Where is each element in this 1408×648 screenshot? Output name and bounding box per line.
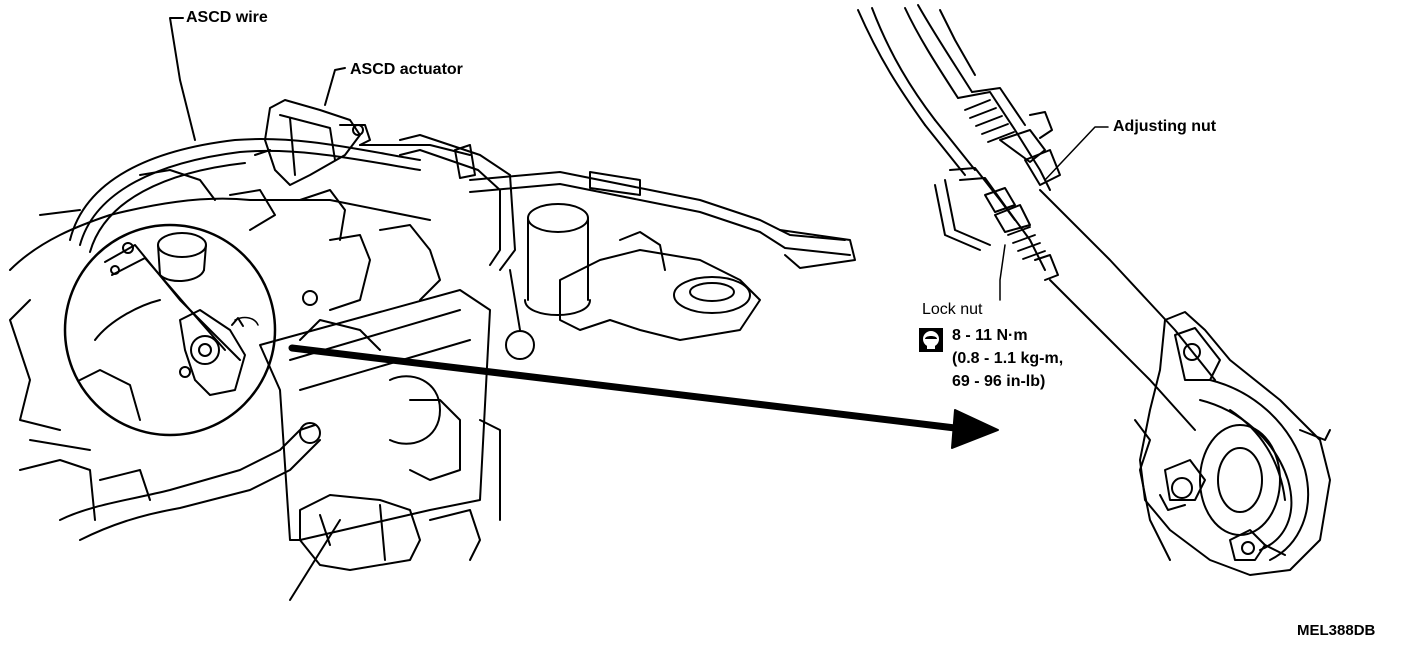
throttle-cable-detail: [857, 4, 1331, 576]
label-lock-nut: Lock nut: [922, 301, 983, 318]
label-ascd-actuator: ASCD actuator: [350, 61, 463, 78]
label-adjusting-nut: Adjusting nut: [1113, 118, 1217, 135]
torque-nm: 8 - 11 N·m: [952, 327, 1028, 344]
label-ascd-wire: ASCD wire: [186, 9, 268, 26]
figure-code: MEL388DB: [1297, 622, 1376, 639]
torque-kgm: (0.8 - 1.1 kg-m,: [952, 350, 1064, 367]
direction-arrow: [288, 344, 999, 449]
engine-bay-illustration: [9, 17, 856, 601]
torque-inlb: 69 - 96 in-lb): [952, 373, 1046, 390]
torque-wrench-icon: [919, 328, 943, 352]
